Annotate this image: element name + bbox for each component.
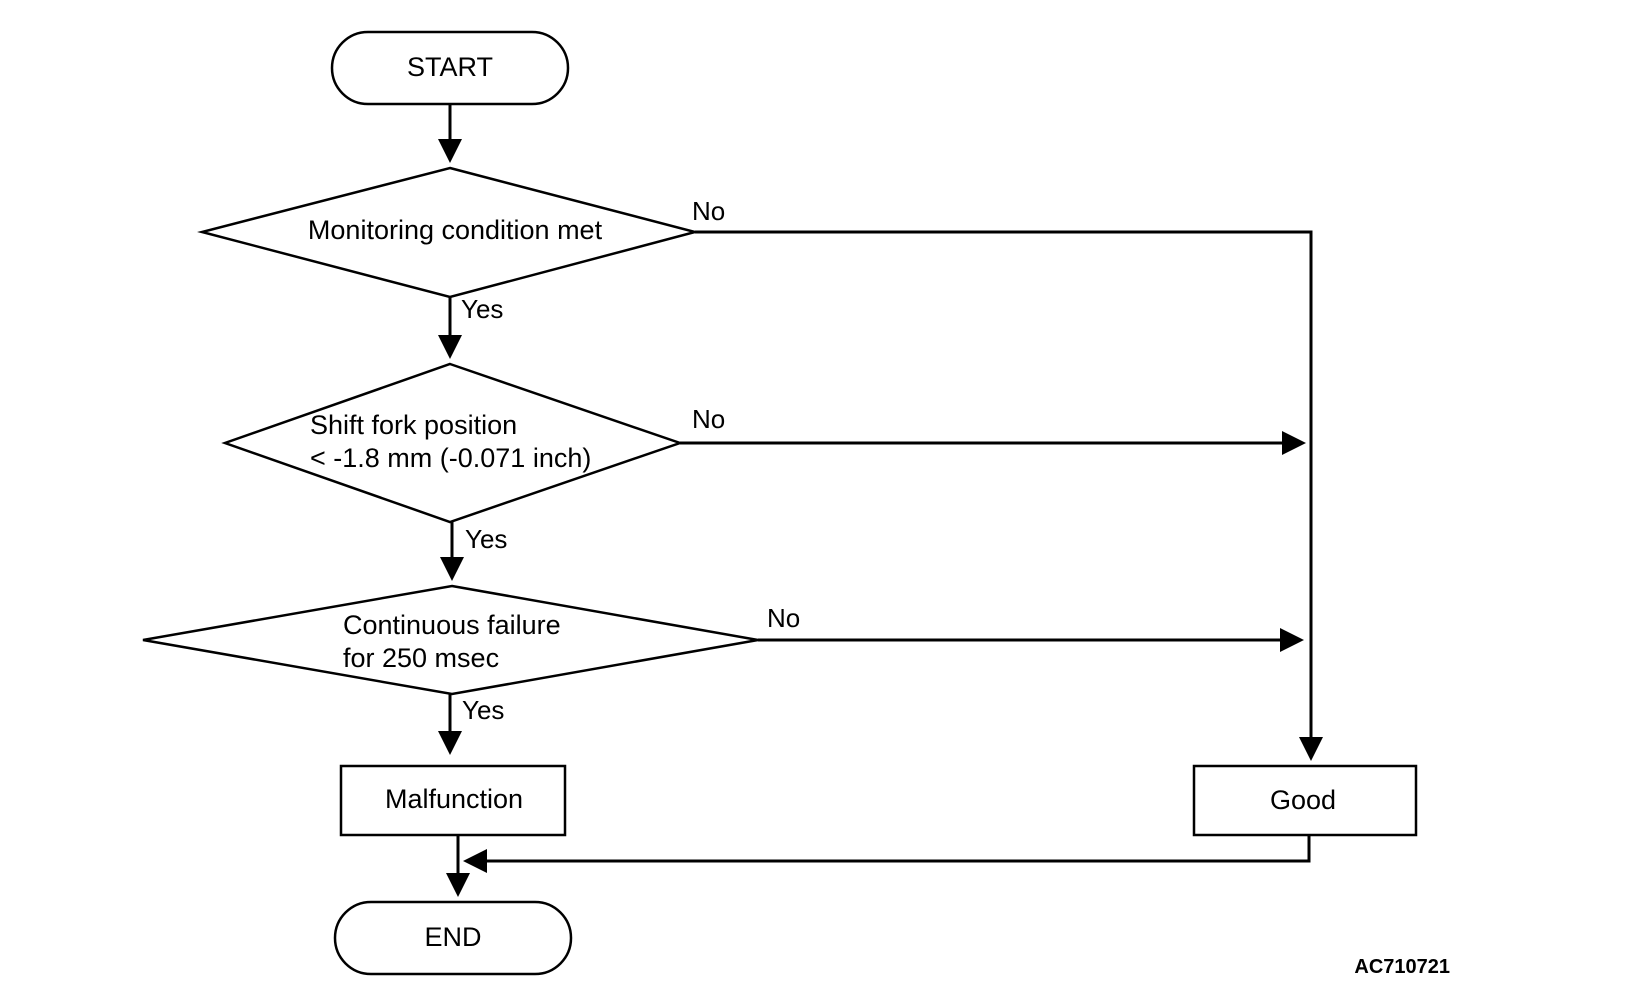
- monitoring-no-label: No: [692, 196, 725, 226]
- end-label: END: [424, 922, 481, 952]
- shift-fork-label-line1: Shift fork position: [310, 410, 517, 440]
- good-box: [1192, 764, 1418, 837]
- shift-fork-yes-label: Yes: [465, 524, 507, 554]
- end-terminal: [333, 900, 573, 976]
- continuous-failure-label-line2: for 250 msec: [343, 643, 499, 673]
- shift-fork-decision: [221, 362, 684, 524]
- good-label: Good: [1270, 785, 1336, 815]
- start-label: START: [407, 52, 493, 82]
- shift-fork-no-label: No: [692, 404, 725, 434]
- reference-code: AC710721: [1354, 956, 1450, 978]
- shift-fork-label-line2: < -1.8 mm (-0.071 inch): [310, 443, 591, 473]
- malfunction-label: Malfunction: [385, 784, 523, 814]
- continuous-no-label: No: [767, 603, 800, 633]
- malfunction-box: [339, 764, 567, 837]
- continuous-yes-label: Yes: [462, 695, 504, 725]
- monitoring-label: Monitoring condition met: [308, 215, 603, 245]
- arrow-good-to-end: [463, 835, 1311, 873]
- arrow-monitoring-no: [695, 230, 1323, 761]
- continuous-failure-decision: [142, 584, 759, 696]
- continuous-failure-label-line1: Continuous failure: [343, 610, 561, 640]
- monitoring-yes-label: Yes: [461, 294, 503, 324]
